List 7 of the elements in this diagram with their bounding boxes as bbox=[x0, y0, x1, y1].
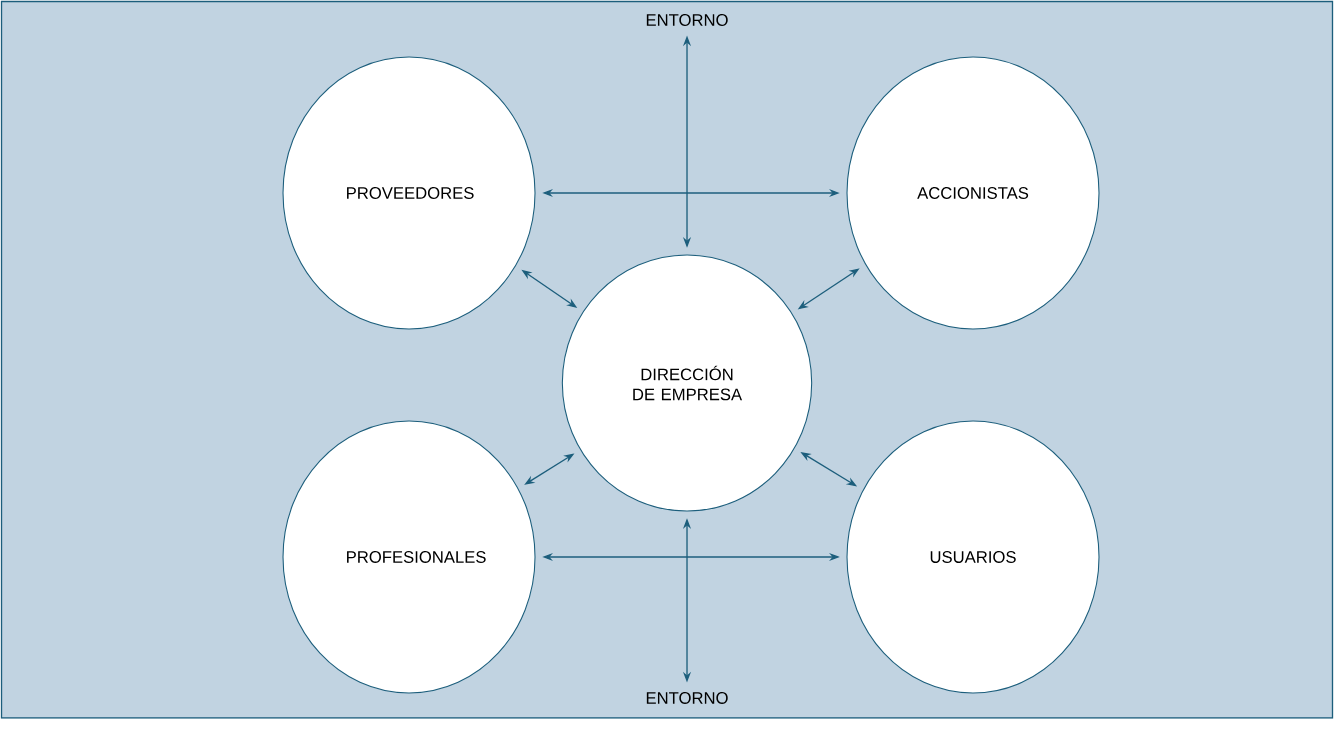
circle-node: ACCIONISTAS bbox=[846, 56, 1100, 330]
circle-node: PROFESIONALES bbox=[282, 420, 536, 694]
circle-node: DIRECCIÓN DE EMPRESA bbox=[561, 254, 813, 512]
label-text: ENTORNO bbox=[646, 692, 728, 704]
circle-node: PROVEEDORES bbox=[282, 56, 536, 330]
circle-node: USUARIOS bbox=[846, 420, 1100, 694]
label-text: ENTORNO bbox=[646, 14, 728, 26]
